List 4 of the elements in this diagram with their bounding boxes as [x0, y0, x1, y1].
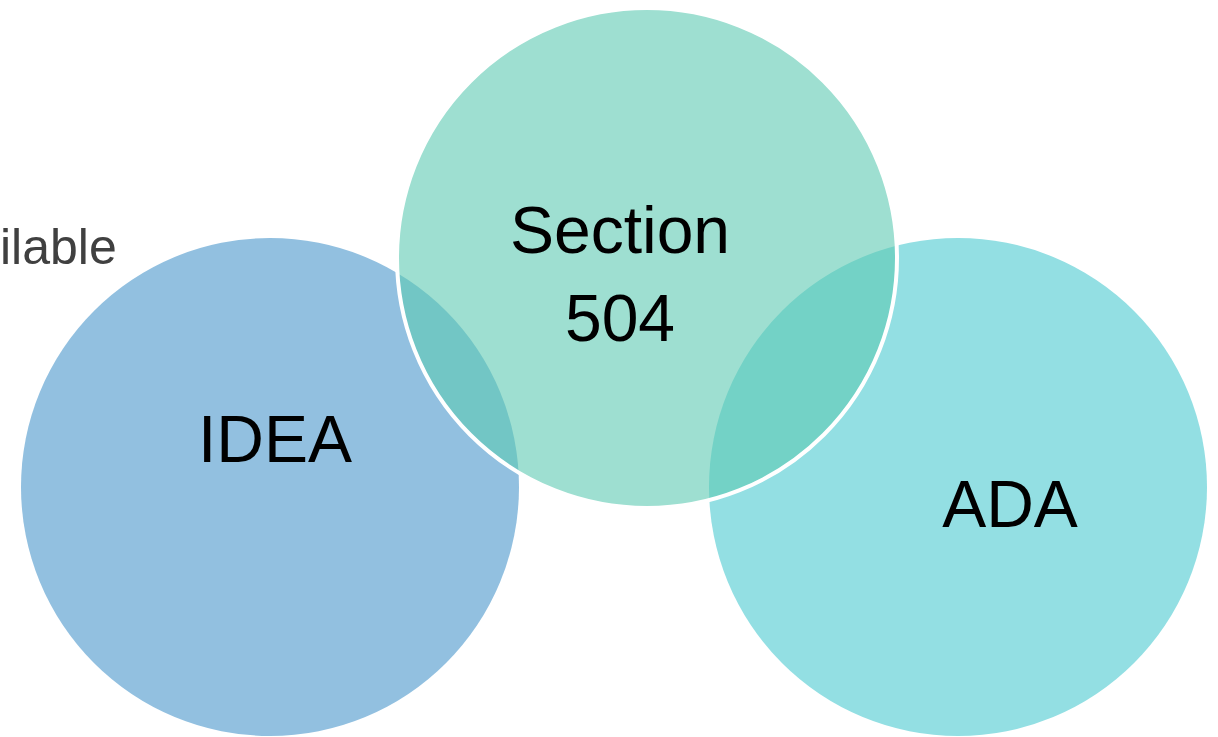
circle-label: IDEA — [196, 401, 353, 478]
circle-label: Section 504 — [508, 192, 732, 357]
cut-off-text: ilable — [0, 218, 117, 276]
circle-label: ADA — [941, 466, 1079, 543]
